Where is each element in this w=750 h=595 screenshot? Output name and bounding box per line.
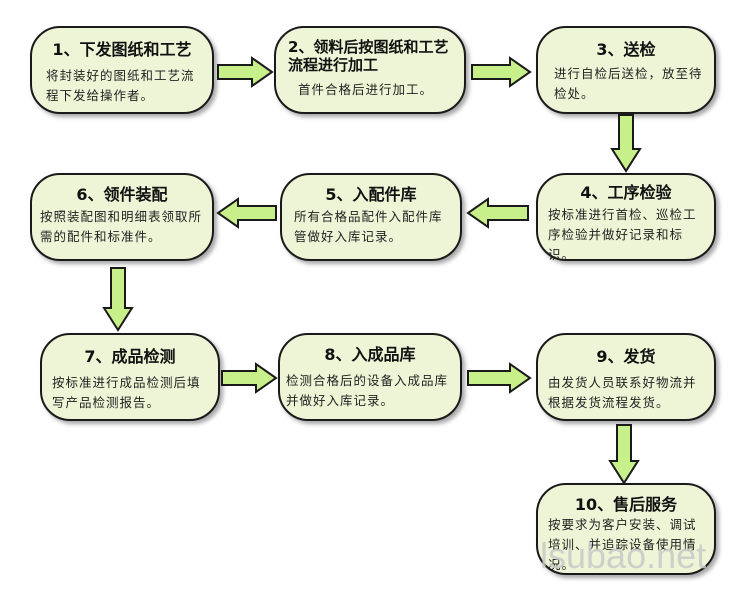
- arrow-9-to-10: [608, 424, 640, 485]
- step-4-title: 4、工序检验: [580, 183, 672, 202]
- step-8-desc: 检测合格后的设备入成品库并做好入库记录。: [286, 373, 449, 408]
- step-10-box: 10、售后服务 按要求为客户安装、调试培训、并追踪设备使用情况。: [536, 483, 716, 575]
- step-6-desc: 按照装配图和明细表领取所需的配件和标准件。: [40, 209, 203, 244]
- step-1-title: 1、下发图纸和工艺: [52, 40, 192, 59]
- step-5-title: 5、入配件库: [325, 185, 417, 204]
- step-7-desc: 按标准进行成品检测后填写产品检测报告。: [52, 375, 201, 410]
- step-1-desc: 将封装好的图纸和工艺流程下发给操作者。: [46, 68, 195, 103]
- step-10-desc: 按要求为客户安装、调试培训、并追踪设备使用情况。: [548, 517, 697, 572]
- step-2-box: 2、领料后按图纸和工艺流程进行加工 首件合格后进行加工。: [274, 26, 466, 114]
- step-8-title: 8、入成品库: [324, 345, 416, 364]
- step-5-box: 5、入配件库 所有合格品配件入配件库管做好入库记录。: [280, 173, 462, 261]
- arrow-3-to-4: [610, 114, 642, 173]
- step-4-desc: 按标准进行首检、巡检工序检验并做好记录和标识。: [548, 207, 697, 262]
- step-5-desc: 所有合格品配件入配件库管做好入库记录。: [294, 209, 443, 244]
- arrow-5-to-6: [216, 197, 277, 229]
- arrow-2-to-3: [471, 56, 532, 88]
- step-9-title: 9、发货: [596, 347, 656, 366]
- step-3-title: 3、送检: [596, 40, 656, 59]
- step-3-desc: 进行自检后送检，放至待检处。: [554, 66, 703, 101]
- step-1-box: 1、下发图纸和工艺 将封装好的图纸和工艺流程下发给操作者。: [30, 26, 214, 114]
- arrow-7-to-8: [221, 362, 278, 394]
- step-9-desc: 由发货人员联系好物流并根据发货流程发货。: [548, 375, 697, 410]
- arrow-1-to-2: [217, 56, 274, 88]
- step-7-box: 7、成品检测 按标准进行成品检测后填写产品检测报告。: [40, 333, 220, 421]
- step-7-title: 7、成品检测: [84, 347, 176, 366]
- step-6-title: 6、领件装配: [76, 185, 168, 204]
- step-10-title: 10、售后服务: [574, 495, 678, 514]
- step-2-desc: 首件合格后进行加工。: [298, 82, 434, 97]
- step-6-box: 6、领件装配 按照装配图和明细表领取所需的配件和标准件。: [30, 173, 214, 261]
- arrow-6-to-7: [102, 267, 134, 332]
- arrow-4-to-5: [466, 197, 529, 229]
- step-9-box: 9、发货 由发货人员联系好物流并根据发货流程发货。: [536, 333, 716, 421]
- step-8-box: 8、入成品库 检测合格后的设备入成品库并做好入库记录。: [278, 333, 462, 421]
- step-2-title: 2、领料后按图纸和工艺流程进行加工: [288, 38, 449, 74]
- arrow-8-to-9: [467, 362, 532, 394]
- step-4-box: 4、工序检验 按标准进行首检、巡检工序检验并做好记录和标识。: [536, 173, 716, 262]
- watermark: lsubao.net: [540, 535, 707, 576]
- step-3-box: 3、送检 进行自检后送检，放至待检处。: [536, 26, 716, 114]
